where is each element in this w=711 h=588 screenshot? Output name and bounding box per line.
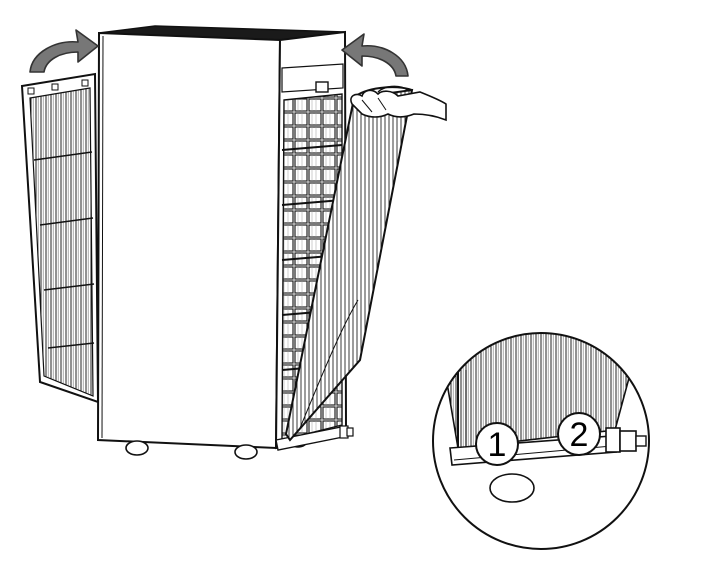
left-filter-panel <box>20 72 100 404</box>
curved-rotate-arrow-left-icon <box>29 29 99 73</box>
magnifier-circle-icon: 1 2 <box>432 332 650 550</box>
right-filter-panel <box>284 86 414 442</box>
wheel-front-left <box>125 440 149 456</box>
callout-2-label: 2 <box>570 416 589 454</box>
detail-frame <box>432 332 650 550</box>
wheel-front-right <box>234 444 258 460</box>
hand-icon <box>350 85 447 122</box>
detail-view <box>433 333 649 503</box>
front-face <box>96 31 282 450</box>
callout-1: 1 <box>475 422 519 466</box>
callout-1-label: 1 <box>488 426 507 464</box>
curved-rotate-arrow-right-icon <box>341 33 409 77</box>
callout-2: 2 <box>557 412 601 456</box>
